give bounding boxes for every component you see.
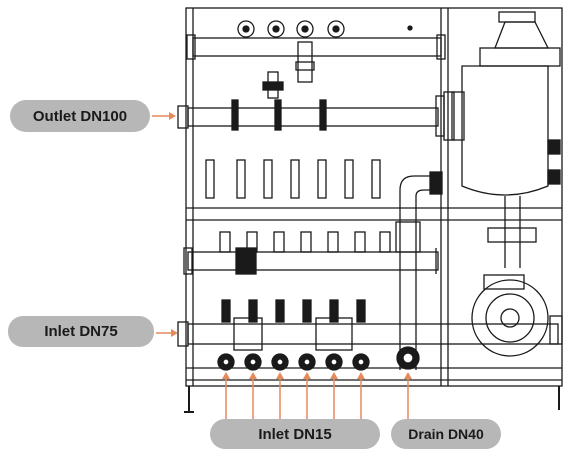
top-header-pipe [186,20,446,99]
frame [184,7,563,413]
drain-label: Drain DN40 [391,419,501,449]
outlet-callout-arrow [152,112,176,120]
outlet-pipe [177,91,455,141]
branch-valves [217,353,370,371]
outlet-label: Outlet DN100 [10,100,150,132]
inlet-main-label: Inlet DN75 [8,316,154,347]
inlet-branch-label: Inlet DN15 [210,419,380,449]
filter-vessel [451,11,561,268]
inlet-branch-callout-arrows [222,372,365,419]
inlet-main-callout-arrow [156,329,178,337]
drain-callout-arrow [404,372,412,419]
drain-riser [395,171,443,370]
middle-manifold [183,231,439,275]
flow-meter-row [205,159,381,199]
pump [471,274,563,357]
inlet-main-pipe [177,299,559,351]
